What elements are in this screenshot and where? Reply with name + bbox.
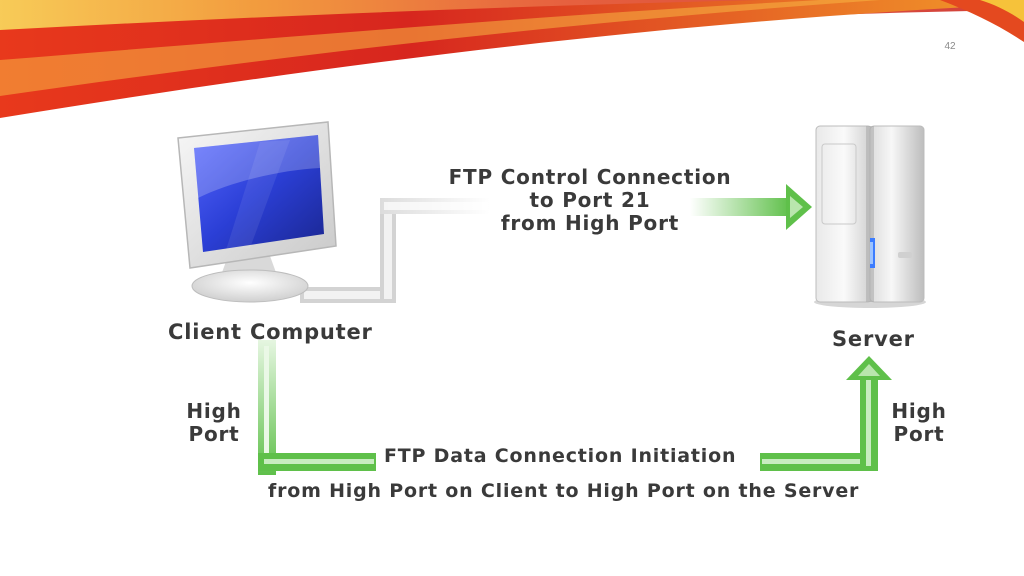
control-connection-line-2: to Port 21: [529, 188, 651, 212]
control-connection-line-1: FTP Control Connection: [448, 165, 732, 189]
client-high-port-label: High Port: [182, 400, 246, 446]
server-label: Server: [832, 327, 915, 351]
data-path: [258, 340, 892, 475]
header-banner: [0, 0, 1024, 118]
page-number: 42: [944, 41, 956, 52]
server-high-port-line-1: High: [891, 399, 947, 423]
client-high-port-line-2: Port: [188, 422, 240, 446]
server-tower-icon: [814, 125, 926, 308]
control-cable: [300, 198, 490, 303]
control-connection-line-3: from High Port: [500, 211, 680, 235]
banner-stripe-main: [0, 0, 1024, 118]
server-high-port-line-2: Port: [893, 422, 945, 446]
data-connection-detail: from High Port on Client to High Port on…: [268, 480, 860, 502]
banner-stripe-light: [0, 0, 880, 96]
banner-corner-light: [980, 0, 1024, 22]
monitor-icon: [177, 121, 337, 303]
banner-corner: [940, 0, 1024, 42]
client-computer-label: Client Computer: [168, 320, 373, 344]
control-arrow: [690, 184, 812, 230]
server-high-port-label: High Port: [887, 400, 951, 446]
client-high-port-line-1: High: [186, 399, 242, 423]
data-connection-label: FTP Data Connection Initiation: [384, 445, 737, 467]
control-connection-label: FTP Control Connection to Port 21 from H…: [430, 166, 750, 235]
